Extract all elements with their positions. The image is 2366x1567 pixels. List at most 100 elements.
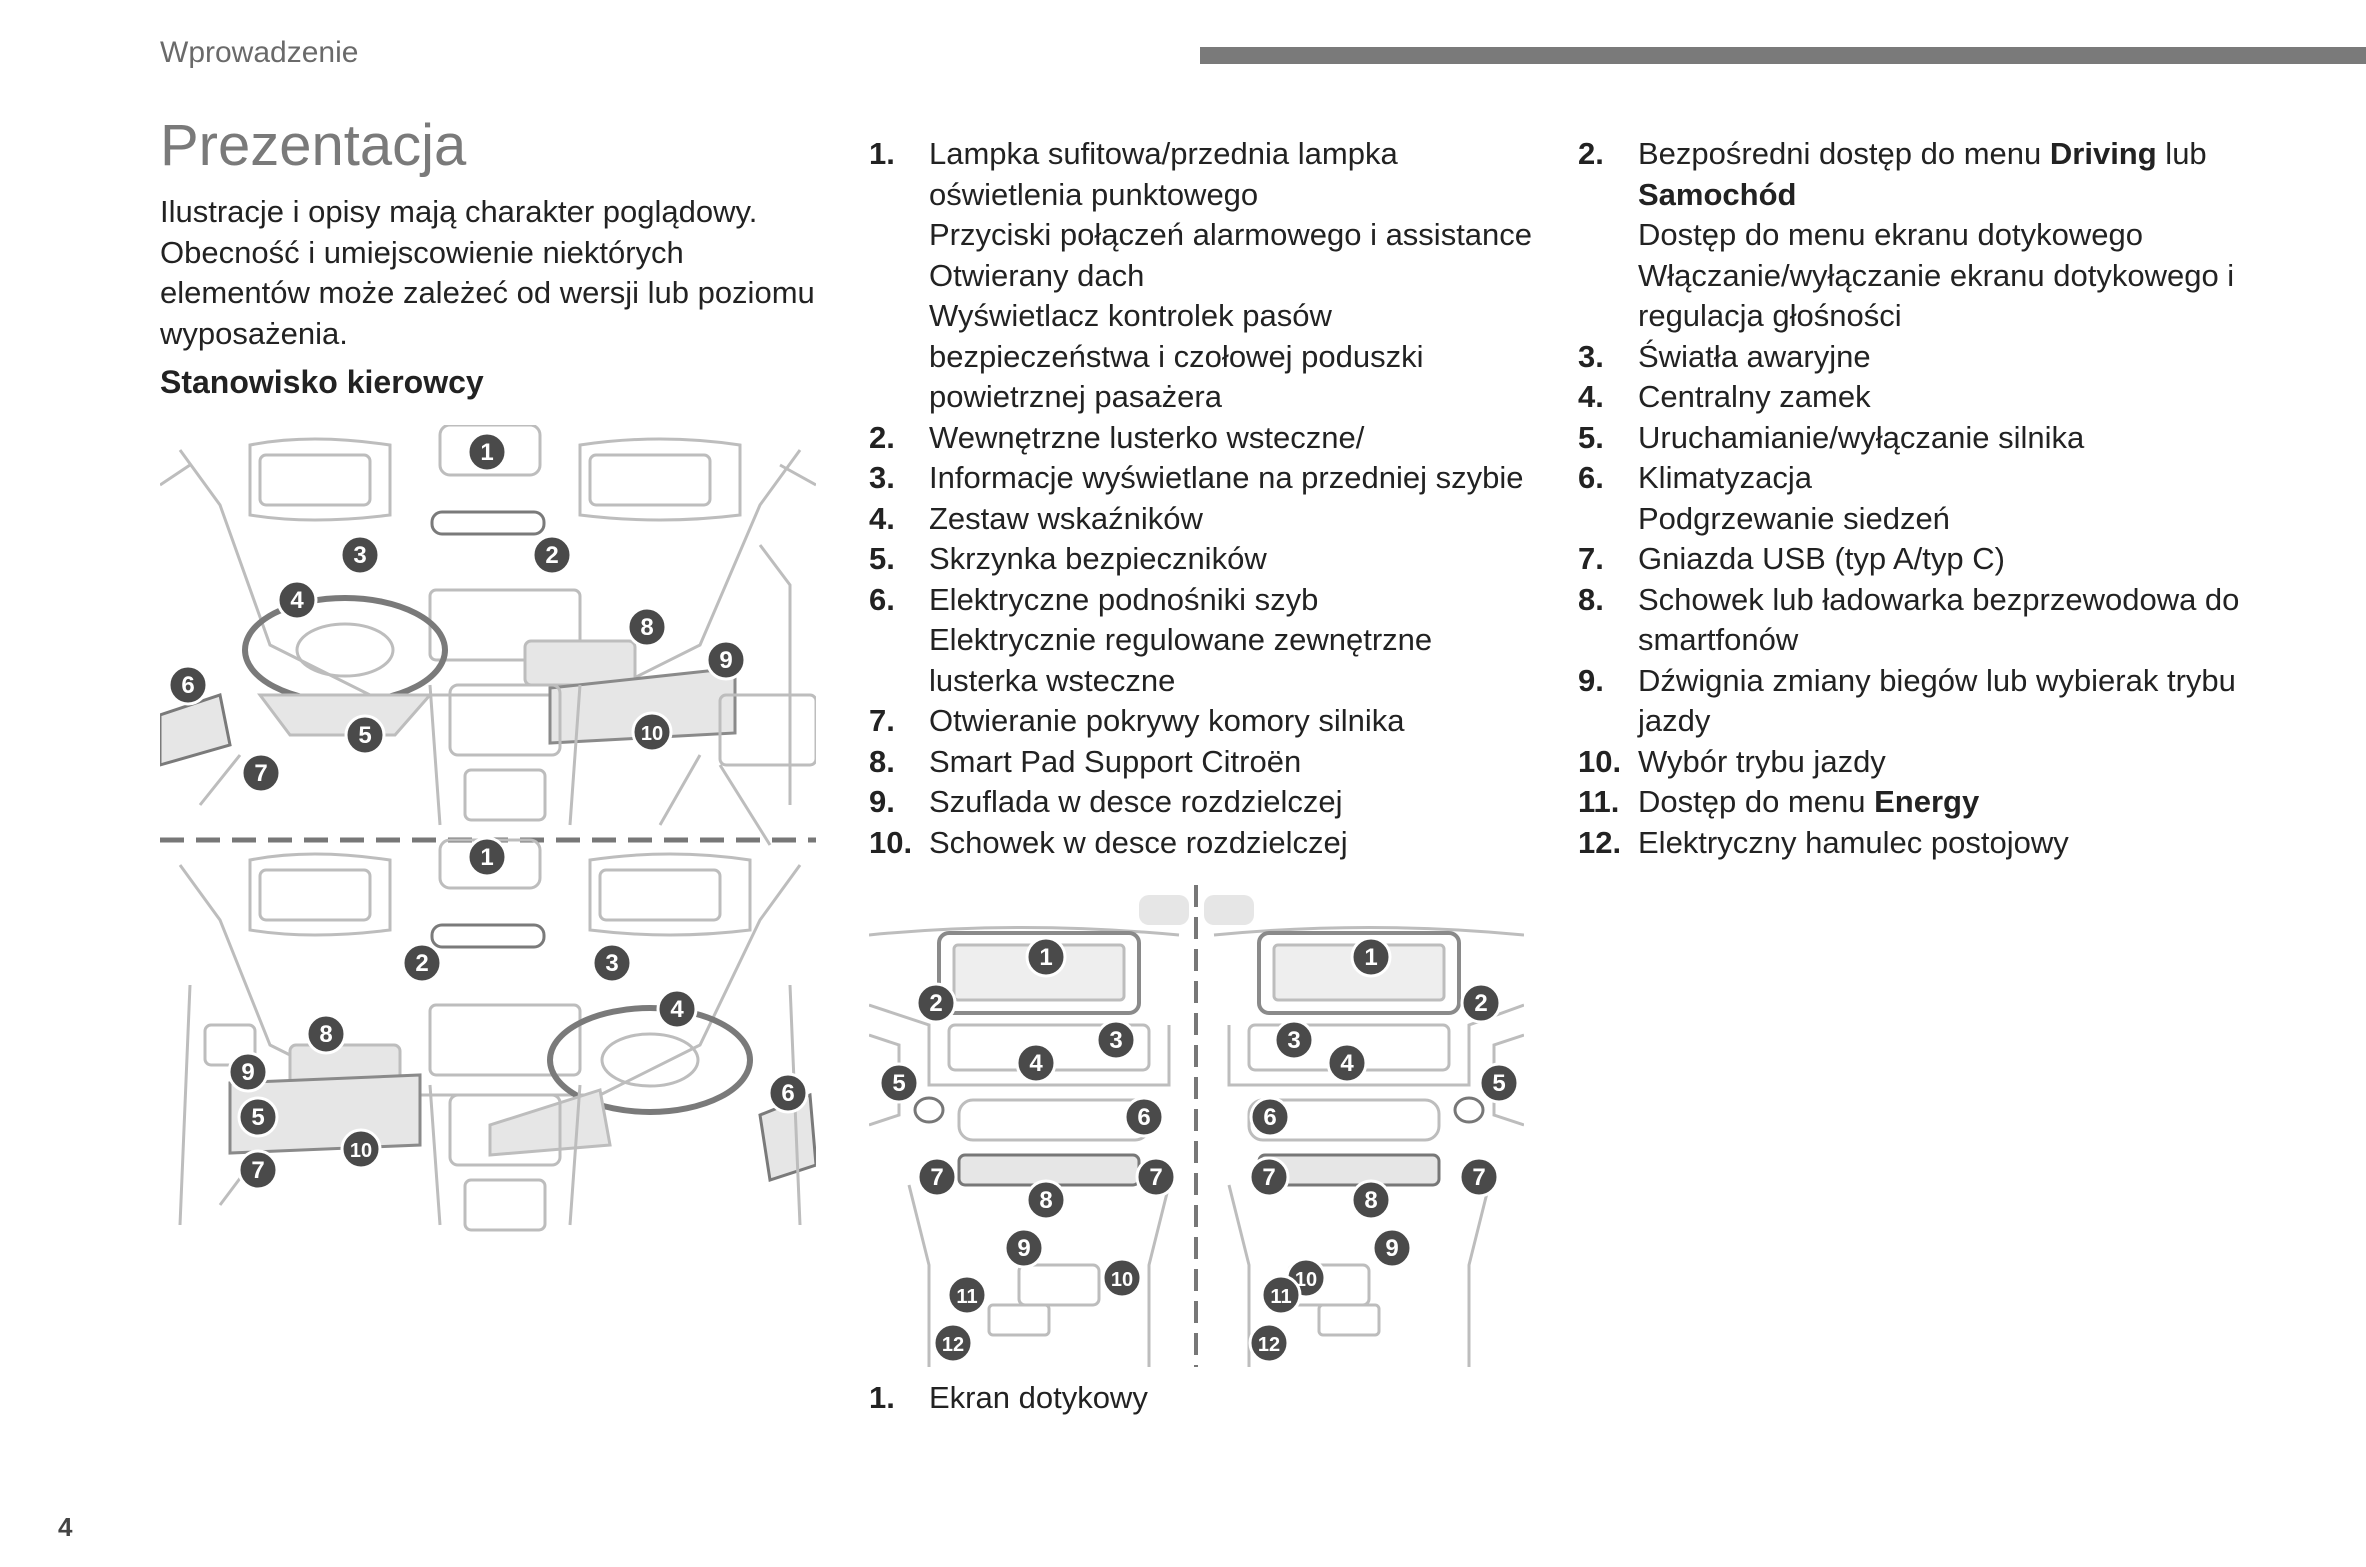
legend-text: Smart Pad Support Citroën	[929, 742, 1549, 783]
legend-line: Otwierany dach	[929, 257, 1145, 293]
legend-bold-term: Energy	[1874, 784, 1980, 819]
intro-line: Ilustracje i opisy mają charakter pogląd…	[160, 194, 758, 229]
legend-line: Wybór trybu jazdy	[1638, 743, 1886, 779]
legend-text: Wewnętrzne lusterko wsteczne/	[929, 418, 1549, 459]
intro-text: Ilustracje i opisy mają charakter pogląd…	[160, 192, 830, 354]
callout-number: 11	[1270, 1286, 1291, 1308]
callout-number: 5	[251, 1104, 264, 1131]
callout-number: 3	[353, 542, 366, 569]
legend-number: 10.	[1578, 743, 1622, 779]
intro-line: Obecność i umiejscowienie niektórych	[160, 234, 684, 270]
callout-marker: 12	[932, 1322, 974, 1364]
legend-number: 3.	[1578, 338, 1604, 374]
callout-marker: 4	[1326, 1042, 1368, 1084]
callout-marker: 7	[1248, 1156, 1290, 1198]
callout-marker: 6	[767, 1072, 809, 1114]
callout-number: 2	[929, 990, 942, 1017]
callout-circle	[591, 942, 633, 984]
callout-marker: 3	[339, 534, 381, 576]
legend-line: Elektryczny hamulec postojowy	[1638, 824, 2069, 860]
callout-circle	[915, 982, 957, 1024]
callout-circle	[767, 1072, 809, 1114]
callout-circle	[1249, 1096, 1291, 1138]
callout-circle	[344, 714, 386, 756]
callout-marker: 10	[1285, 1257, 1327, 1299]
callout-number: 7	[254, 760, 267, 787]
callout-marker: 8	[1025, 1179, 1067, 1221]
callout-number: 11	[956, 1286, 977, 1308]
callout-number: 4	[670, 996, 684, 1023]
legend-item: 8.Smart Pad Support Citroën	[869, 742, 1549, 783]
header-bar	[1200, 47, 2366, 64]
legend-line: Przyciski połączeń alarmowego i assistan…	[929, 217, 1533, 252]
legend-line: Wyświetlacz kontrolek pasów	[929, 298, 1332, 333]
callout-marker: 9	[705, 639, 747, 681]
callout-marker: 10	[631, 711, 673, 753]
legend-text: Dostęp do menu Energy	[1638, 782, 2258, 823]
legend-text: Otwieranie pokrywy komory silnika	[929, 701, 1549, 742]
callout-marker: 9	[1003, 1227, 1045, 1269]
legend-list-column-2: 2. Bezpośredni dostęp do menu Driving lu…	[1578, 134, 2258, 863]
legend-line: Elektryczne podnośniki szyb	[929, 581, 1319, 617]
legend-line: Smart Pad Support Citroën	[929, 743, 1302, 779]
legend-line: Dźwignia zmiany biegów lub wybierak tryb…	[1638, 662, 2236, 698]
legend-number: 4.	[1578, 379, 1604, 414]
legend-item: 9.Szuflada w desce rozdzielczej	[869, 782, 1549, 823]
callout-marker: 5	[344, 714, 386, 756]
legend-line: Bezpośredni dostęp do menu Driving lub	[1638, 134, 2258, 175]
callout-circle	[1350, 1179, 1392, 1221]
callout-circle	[240, 752, 282, 794]
callout-number: 9	[1385, 1235, 1398, 1262]
callout-number: 6	[1263, 1104, 1276, 1131]
callout-circle	[531, 534, 573, 576]
legend-text: Centralny zamek	[1638, 377, 2258, 418]
legend-line: Schowek lub ładowarka bezprzewodowa do	[1638, 581, 2240, 617]
legend-text: Światła awaryjne	[1638, 337, 2258, 378]
callout-number: 8	[319, 1021, 332, 1048]
legend-item: 11.Dostęp do menu Energy	[1578, 782, 2258, 823]
callout-marker: 7	[1135, 1156, 1177, 1198]
legend-text: Uruchamianie/wyłączanie silnika	[1638, 418, 2258, 459]
legend-item: 12.Elektryczny hamulec postojowy	[1578, 823, 2258, 864]
legend-bold-term: Samochód	[1638, 176, 1797, 212]
legend-number: 6.	[869, 581, 895, 617]
legend-line: oświetlenia punktowego	[929, 176, 1259, 212]
page-title: Prezentacja	[160, 113, 467, 178]
legend-text: Gniazda USB (typ A/typ C)	[1638, 539, 2258, 580]
callout-marker: 3	[1273, 1019, 1315, 1061]
callout-marker: 1	[1350, 936, 1392, 978]
legend-bold-term: Driving	[2049, 136, 2157, 171]
legend-line: Gniazda USB (typ A/typ C)	[1638, 541, 2005, 576]
callout-circle	[1025, 936, 1067, 978]
callout-marker: 11	[946, 1274, 988, 1316]
legend-text-prefix: Dostęp do menu	[1638, 784, 1875, 819]
callout-marker: 9	[1371, 1227, 1413, 1269]
callout-circle	[1003, 1227, 1045, 1269]
legend-number: 8.	[1578, 581, 1604, 617]
callout-number: 1	[1039, 944, 1052, 971]
callout-number: 9	[241, 1059, 254, 1086]
legend-item: 4.Zestaw wskaźników	[869, 499, 1549, 540]
callout-number: 4	[290, 587, 304, 614]
intro-line: elementów może zależeć od wersji lub poz…	[160, 275, 815, 310]
callout-circle	[340, 1128, 382, 1170]
callout-marker: 10	[340, 1128, 382, 1170]
legend-number: 5.	[1578, 419, 1604, 455]
callout-number: 10	[1111, 1269, 1133, 1291]
legend-line: Schowek w desce rozdzielczej	[929, 824, 1348, 860]
callout-marker: 4	[656, 988, 698, 1030]
callout-number: 9	[719, 647, 732, 674]
callout-marker: 10	[1101, 1257, 1143, 1299]
legend-number: 7.	[869, 703, 895, 738]
callout-circle	[227, 1051, 269, 1093]
callout-number: 7	[1149, 1164, 1162, 1191]
legend-number: 6.	[1578, 460, 1604, 495]
legend-line: Otwieranie pokrywy komory silnika	[929, 703, 1405, 738]
legend-line: Lampka sufitowa/przednia lampka	[929, 136, 1398, 171]
callout-marker: 6	[1123, 1096, 1165, 1138]
